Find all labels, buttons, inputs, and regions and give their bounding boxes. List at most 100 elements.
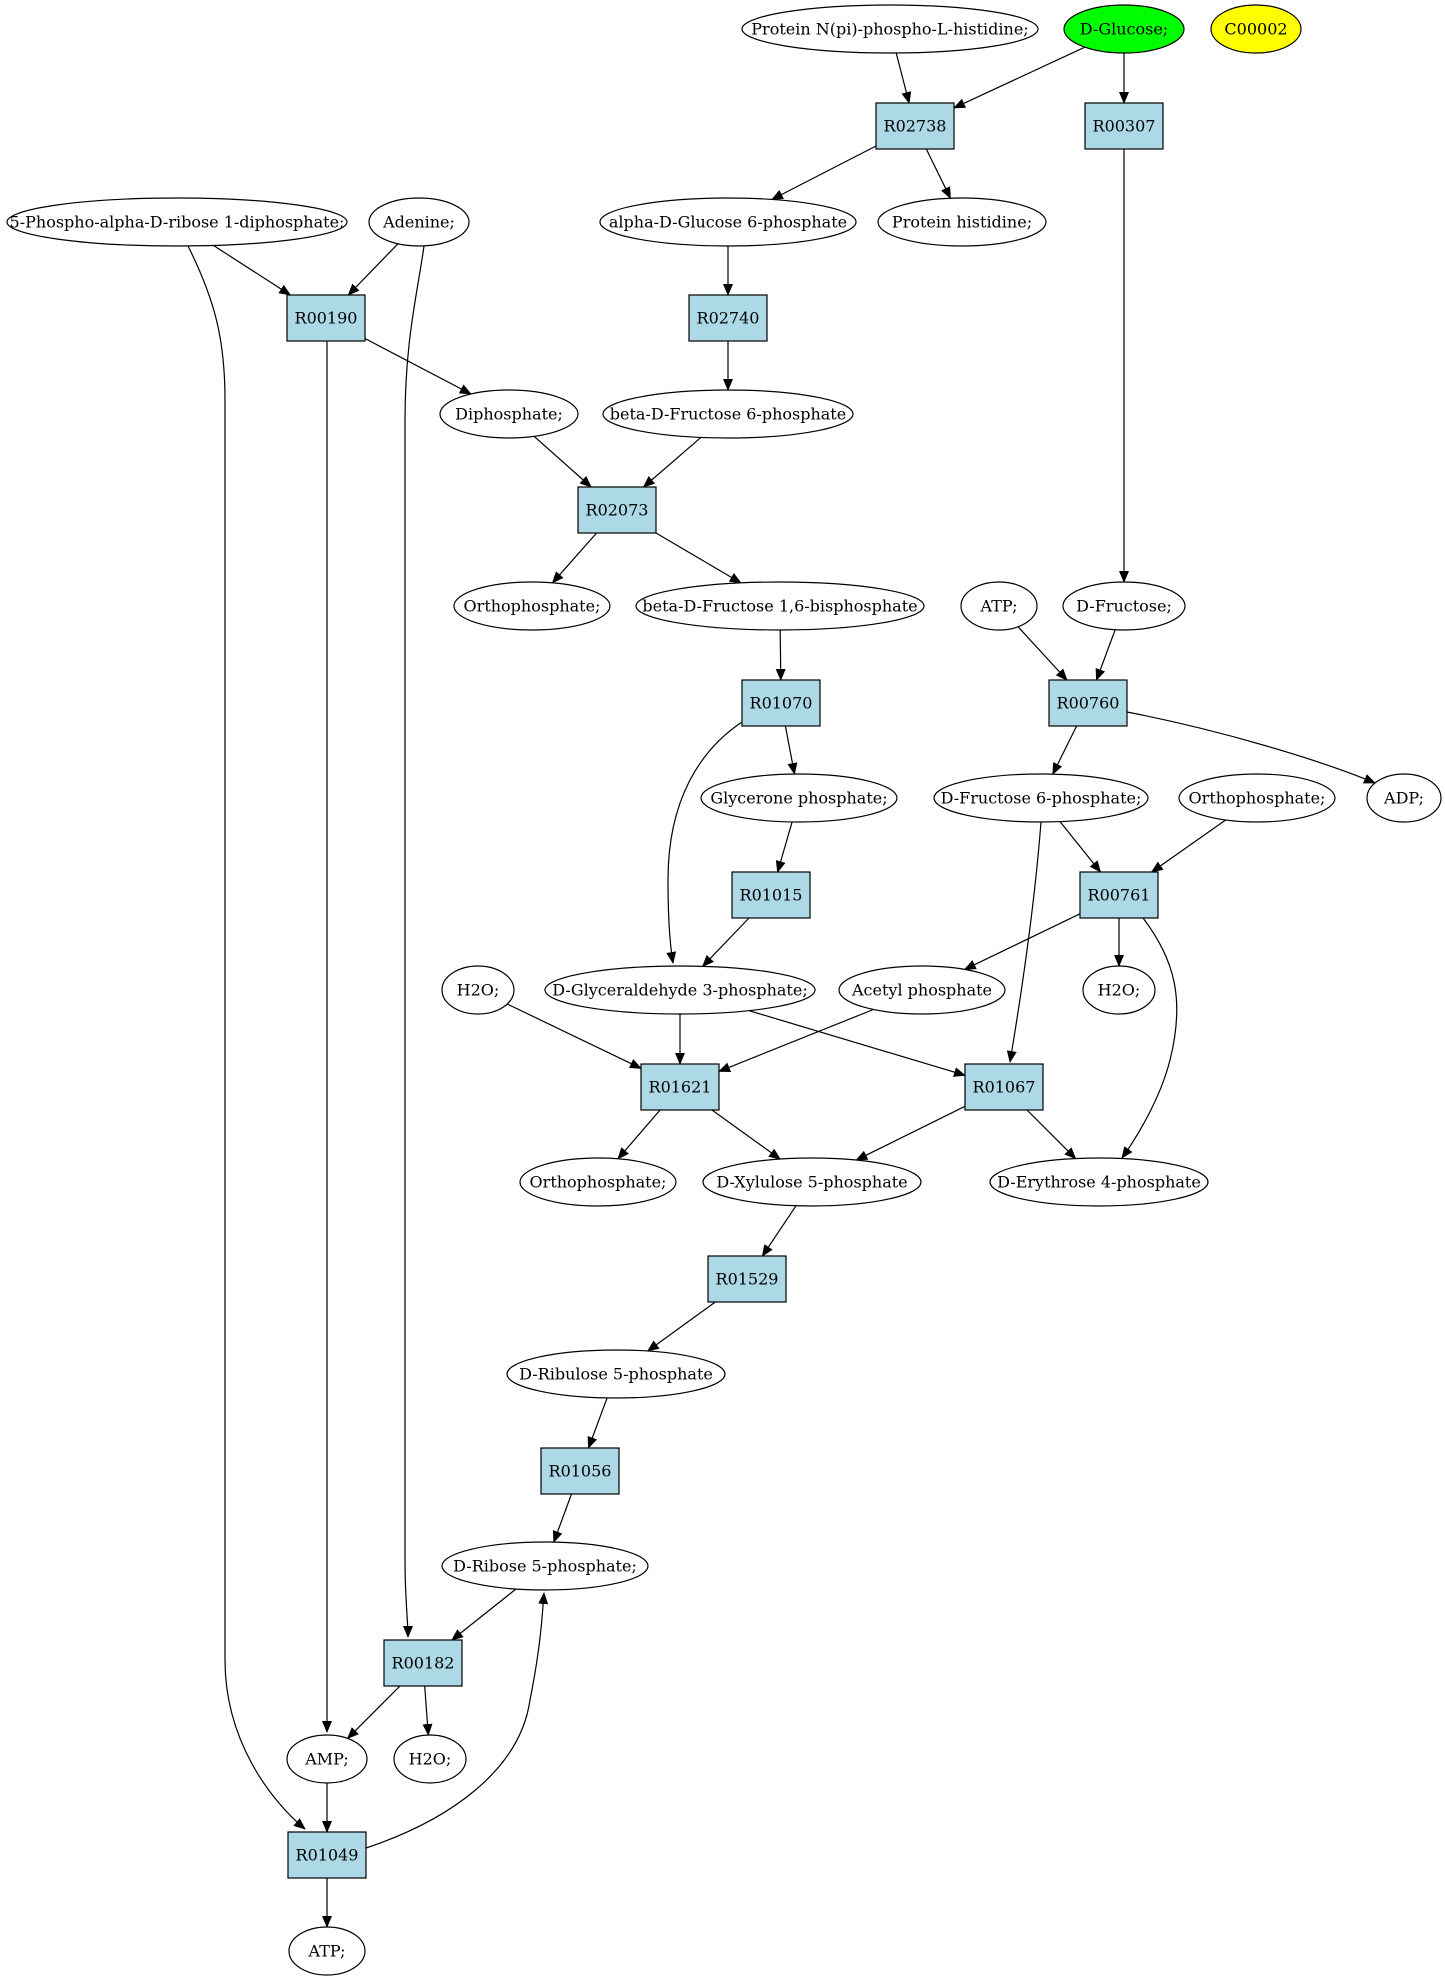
metabolite-node-acetyl-phosphate[interactable]: Acetyl phosphate <box>838 965 1006 1015</box>
reaction-box[interactable] <box>286 294 366 342</box>
reaction-box[interactable] <box>577 486 657 534</box>
metabolite-ellipse[interactable] <box>960 581 1038 631</box>
metabolite-node-d-xylulose-5-phosphate[interactable]: D-Xylulose 5-phosphate <box>702 1157 922 1207</box>
metabolite-ellipse[interactable] <box>453 581 611 631</box>
reaction-node-r01070[interactable]: R01070 <box>741 679 821 727</box>
reaction-box[interactable] <box>540 1447 620 1495</box>
metabolite-node-d-fructose-6-phosphate[interactable]: D-Fructose 6-phosphate; <box>933 773 1149 823</box>
metabolite-node-d-ribulose-5-phosphate[interactable]: D-Ribulose 5-phosphate <box>506 1349 726 1399</box>
reaction-node-r01067[interactable]: R01067 <box>964 1063 1044 1111</box>
metabolite-ellipse[interactable] <box>602 389 854 439</box>
metabolite-node-5-phospho-alpha-d-ribose-1-diphosphate[interactable]: 5-Phospho-alpha-D-ribose 1-diphosphate; <box>6 197 348 247</box>
metabolite-node-protein-n-pi-phospho-l-histidine[interactable]: Protein N(pi)-phospho-L-histidine; <box>741 4 1039 54</box>
metabolite-ellipse[interactable] <box>1366 773 1442 823</box>
metabolite-ellipse[interactable] <box>286 1734 368 1784</box>
reaction-box[interactable] <box>731 871 811 919</box>
metabolite-node-h2o[interactable]: H2O; <box>441 965 515 1015</box>
edge-R01015-to-dga3p <box>702 917 750 968</box>
metabolite-ellipse[interactable] <box>1178 773 1336 823</box>
metabolite-node-alpha-d-glucose-6-phosphate[interactable]: alpha-D-Glucose 6-phosphate <box>599 197 857 247</box>
metabolite-ellipse[interactable] <box>702 1157 922 1207</box>
reaction-node-r00761[interactable]: R00761 <box>1079 871 1159 919</box>
reaction-node-r02740[interactable]: R02740 <box>688 294 768 342</box>
metabolite-ellipse[interactable] <box>1063 4 1185 54</box>
reaction-box[interactable] <box>287 1831 367 1879</box>
metabolite-node-h2o[interactable]: H2O; <box>393 1734 467 1784</box>
metabolite-node-amp[interactable]: AMP; <box>286 1734 368 1784</box>
metabolite-node-adenine[interactable]: Adenine; <box>368 197 470 247</box>
metabolite-ellipse[interactable] <box>1082 965 1156 1015</box>
metabolite-ellipse[interactable] <box>393 1734 467 1784</box>
edge-dga3p-to-R01067 <box>748 1010 966 1077</box>
metabolite-node-d-erythrose-4-phosphate[interactable]: D-Erythrose 4-phosphate <box>989 1157 1209 1207</box>
metabolite-ellipse[interactable] <box>599 197 857 247</box>
metabolite-ellipse[interactable] <box>6 197 348 247</box>
edge-glycerone-to-R01015 <box>775 821 793 873</box>
metabolite-node-atp[interactable]: ATP; <box>960 581 1038 631</box>
metabolite-ellipse[interactable] <box>368 197 470 247</box>
reaction-node-r00182[interactable]: R00182 <box>383 1639 463 1687</box>
metabolite-ellipse[interactable] <box>544 965 816 1015</box>
metabolite-node-d-fructose[interactable]: D-Fructose; <box>1062 581 1186 631</box>
metabolite-node-protein-histidine[interactable]: Protein histidine; <box>877 197 1047 247</box>
edge-R02738-to-protein_his <box>925 148 951 200</box>
edge-R01070-to-glycerone <box>784 725 798 775</box>
metabolite-ellipse[interactable] <box>506 1349 726 1399</box>
reaction-box[interactable] <box>688 294 768 342</box>
metabolite-node-glycerone-phosphate[interactable]: Glycerone phosphate; <box>700 773 898 823</box>
metabolite-ellipse[interactable] <box>933 773 1149 823</box>
reaction-box[interactable] <box>707 1255 787 1303</box>
metabolite-ellipse[interactable] <box>439 389 579 439</box>
metabolite-ellipse[interactable] <box>700 773 898 823</box>
reaction-node-r01015[interactable]: R01015 <box>731 871 811 919</box>
metabolite-node-atp[interactable]: ATP; <box>288 1926 366 1976</box>
metabolite-node-diphosphate[interactable]: Diphosphate; <box>439 389 579 439</box>
edge-adenine-to-R00190 <box>347 243 399 296</box>
metabolite-node-d-glucose[interactable]: D-Glucose; <box>1063 4 1185 54</box>
metabolite-ellipse[interactable] <box>519 1157 677 1207</box>
metabolite-ellipse[interactable] <box>1210 4 1302 54</box>
reaction-node-r01529[interactable]: R01529 <box>707 1255 787 1303</box>
metabolite-ellipse[interactable] <box>288 1926 366 1976</box>
reaction-node-r00307[interactable]: R00307 <box>1084 102 1164 150</box>
metabolite-ellipse[interactable] <box>441 965 515 1015</box>
metabolite-node-orthophosphate[interactable]: Orthophosphate; <box>1178 773 1336 823</box>
reaction-box[interactable] <box>640 1063 720 1111</box>
metabolite-node-orthophosphate[interactable]: Orthophosphate; <box>519 1157 677 1207</box>
metabolite-label: D-Ribose 5-phosphate; <box>453 1557 637 1576</box>
reaction-box[interactable] <box>383 1639 463 1687</box>
reaction-box[interactable] <box>964 1063 1044 1111</box>
reaction-node-r02073[interactable]: R02073 <box>577 486 657 534</box>
reaction-box[interactable] <box>875 102 955 150</box>
reaction-node-r00190[interactable]: R00190 <box>286 294 366 342</box>
edge-bdf6p-to-R02073 <box>642 436 702 488</box>
metabolite-node-beta-d-fructose-6-phosphate[interactable]: beta-D-Fructose 6-phosphate <box>602 389 854 439</box>
reaction-node-r01621[interactable]: R01621 <box>640 1063 720 1111</box>
metabolite-ellipse[interactable] <box>838 965 1006 1015</box>
metabolite-node-adp[interactable]: ADP; <box>1366 773 1442 823</box>
metabolite-label: Orthophosphate; <box>464 597 601 616</box>
reaction-node-r02738[interactable]: R02738 <box>875 102 955 150</box>
metabolite-ellipse[interactable] <box>1062 581 1186 631</box>
metabolite-node-d-ribose-5-phosphate[interactable]: D-Ribose 5-phosphate; <box>441 1541 649 1591</box>
reaction-node-r00760[interactable]: R00760 <box>1048 679 1128 727</box>
metabolite-ellipse[interactable] <box>989 1157 1209 1207</box>
reaction-label: R01049 <box>296 1846 359 1865</box>
reaction-box[interactable] <box>1048 679 1128 727</box>
reaction-box[interactable] <box>1079 871 1159 919</box>
reaction-box[interactable] <box>1084 102 1164 150</box>
edge-prpp-to-R01049 <box>187 245 306 1830</box>
metabolite-node-c00002[interactable]: C00002 <box>1210 4 1302 54</box>
reaction-node-r01049[interactable]: R01049 <box>287 1831 367 1879</box>
metabolite-node-orthophosphate[interactable]: Orthophosphate; <box>453 581 611 631</box>
metabolite-node-d-glyceraldehyde-3-phosphate[interactable]: D-Glyceraldehyde 3-phosphate; <box>544 965 816 1015</box>
reaction-box[interactable] <box>741 679 821 727</box>
metabolite-ellipse[interactable] <box>635 581 925 631</box>
reaction-node-r01056[interactable]: R01056 <box>540 1447 620 1495</box>
metabolite-node-h2o[interactable]: H2O; <box>1082 965 1156 1015</box>
metabolite-ellipse[interactable] <box>741 4 1039 54</box>
metabolite-ellipse[interactable] <box>441 1541 649 1591</box>
metabolite-ellipse[interactable] <box>877 197 1047 247</box>
metabolite-node-beta-d-fructose-1-6-bisphosphate[interactable]: beta-D-Fructose 1,6-bisphosphate <box>635 581 925 631</box>
